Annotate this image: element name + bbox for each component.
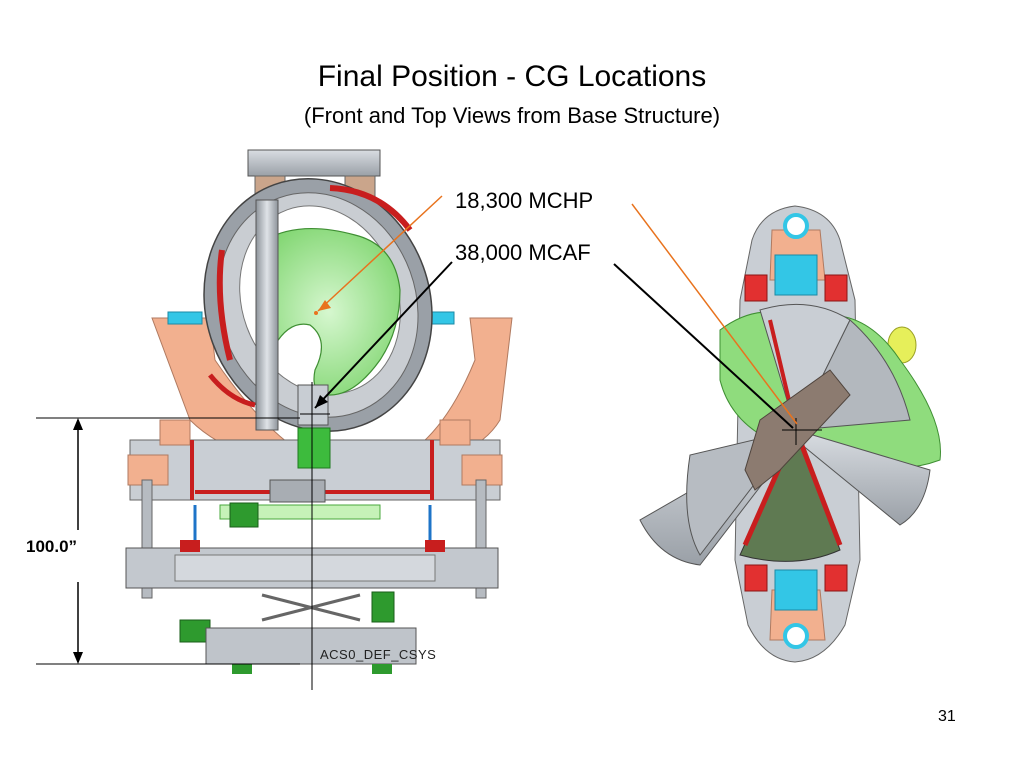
page-subtitle: (Front and Top Views from Base Structure…	[303, 103, 721, 128]
mcaf-callout-label: 38,000 MCAF	[455, 240, 591, 265]
mchp-leader-lines	[317, 195, 798, 425]
coordinate-system-label: ACS0_DEF_CSYS	[320, 647, 437, 662]
height-dimension	[36, 417, 300, 665]
page-title: Final Position - CG Locations	[317, 60, 707, 93]
front-view	[125, 149, 513, 690]
mchp-callout-label: 18,300 MCHP	[455, 188, 594, 213]
mcaf-leader-lines	[314, 261, 794, 429]
height-dimension-label: 100.0”	[26, 537, 78, 556]
page-number: 31	[938, 708, 956, 725]
top-view	[639, 205, 941, 663]
